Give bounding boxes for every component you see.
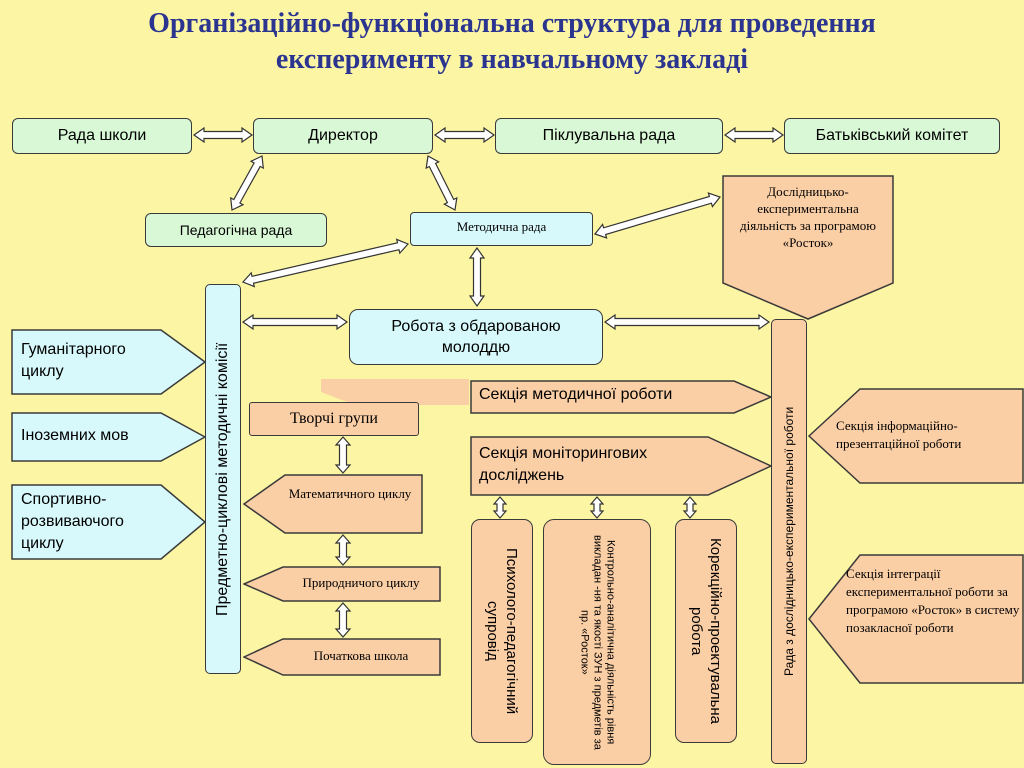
arrow-metodychna-doslidnytsko: [593, 192, 722, 239]
arrow-dyrektor-pedagogichna: [229, 155, 265, 211]
shape-tvorchi-chevron: [320, 378, 470, 406]
box-robota-z-obdarovanoiu: Робота з обдарованою молоддю: [349, 309, 603, 365]
label-sektsiia-metodychnoi: Секція методичної роботи: [479, 386, 673, 403]
box-pedagogichna-rada: Педагогічна рада: [145, 213, 327, 247]
label-metodychna-rada: Методична рада: [456, 219, 547, 234]
arrow-monitor-psykholoho: [492, 496, 508, 519]
box-dyrektor: Директор: [253, 118, 433, 154]
box-korektsiino: Корекційно-проектувальна робота: [675, 519, 737, 743]
arrow-dyrektor-metodychna: [425, 155, 458, 211]
label-dyrektor: Директор: [308, 127, 378, 144]
title-line-2: експерименту в навчальному закладі: [275, 44, 749, 75]
label-sektsiia-monitorynhovykh: Секція моніторингових досліджень: [479, 445, 648, 484]
label-pedagogichna-rada: Педагогічна рада: [179, 222, 293, 238]
label-korektsiino: Корекційно-проектувальна робота: [688, 537, 724, 724]
label-rada-z-doslidnytsko: Рада з дослідницько-експериментальної ро…: [782, 406, 796, 677]
label-psykholoho: Психолого-педагогічний супровід: [484, 547, 520, 715]
box-predmetno-tsyklovi: Предметно-циклові методичні комісії: [205, 284, 241, 674]
arrow-pryrodnychoho-pochatkova: [334, 602, 352, 638]
arrow-robota-rada: [603, 313, 771, 331]
title-line-1: Організаційно-функціональна структура дл…: [148, 8, 876, 39]
label-pikluvalna-rada: Піклувальна рада: [542, 127, 676, 144]
label-sektsiia-informatsiino: Секція інформаційно-презентаційної робот…: [836, 418, 962, 451]
label-tvorchi-hrupy: Творчі групи: [290, 410, 378, 427]
label-sportyvno: Спортивно-розвиваючого циклу: [21, 491, 124, 552]
arrow-monitor-korektsiino: [682, 496, 698, 519]
label-robota-z-obdarovanoiu: Робота з обдарованою молоддю: [391, 318, 561, 356]
label-inozemnykh: Іноземних мов: [21, 427, 129, 444]
label-predmetno-tsyklovi: Предметно-циклові методичні комісії: [214, 342, 231, 616]
shape-sektsiia-metodychnoi: Секція методичної роботи: [470, 380, 772, 414]
shape-inozemnykh: Іноземних мов: [11, 412, 206, 462]
shape-sektsiia-informatsiino: Секція інформаційно-презентаційної робот…: [808, 388, 1024, 484]
label-rada-shkoly: Рада школи: [57, 127, 147, 144]
shape-matematychnoho: Математичного циклу: [243, 474, 423, 534]
label-doslidnytsko: Дослідницько-експериментальна діяльність…: [740, 184, 876, 250]
shape-sektsiia-intehratsii: Секція інтеграції експериментальної робо…: [808, 554, 1024, 684]
arrow-dyrektor-pikluvalna: [433, 126, 496, 144]
box-rada-z-doslidnytsko: Рада з дослідницько-експериментальної ро…: [771, 319, 807, 764]
arrow-metodychna-robota: [468, 246, 486, 308]
arrow-metodychna-predmetno: [241, 238, 410, 288]
label-pochatkova: Початкова школа: [313, 648, 409, 663]
box-kontrolno: Контрольно-аналітична діяльність рівня в…: [543, 519, 651, 765]
box-pikluvalna-rada: Піклувальна рада: [495, 118, 723, 154]
page-title: Організаційно-функціональна структура дл…: [20, 6, 1004, 78]
shape-pochatkova: Початкова школа: [243, 638, 441, 676]
arrow-pikluvalna-batkivskyi: [723, 126, 785, 144]
shape-doslidnytsko: Дослідницько-експериментальна діяльність…: [722, 175, 894, 320]
label-batkivskyi-komitet: Батьківський комітет: [815, 127, 969, 144]
arrow-rada-dyrektor: [192, 126, 254, 144]
box-batkivskyi-komitet: Батьківський комітет: [784, 118, 1000, 154]
shape-pryrodnychoho: Природничого циклу: [243, 566, 441, 602]
box-psykholoho: Психолого-педагогічний супровід: [471, 519, 533, 743]
shape-humanitarnoho: Гуманітарного циклу: [11, 329, 206, 395]
arrow-predmetno-robota: [241, 313, 349, 331]
shape-sektsiia-monitorynhovykh: Секція моніторингових досліджень: [470, 436, 772, 496]
box-metodychna-rada: Методична рада: [410, 212, 593, 246]
arrow-tvorchi-matematychnoho: [334, 436, 352, 474]
box-tvorchi-hrupy: Творчі групи: [249, 402, 419, 436]
arrow-monitor-kontrolno: [589, 496, 605, 519]
label-kontrolno: Контрольно-аналітична діяльність рівня в…: [578, 534, 617, 750]
shape-sportyvno: Спортивно-розвиваючого циклу: [11, 484, 206, 560]
label-humanitarnoho: Гуманітарного циклу: [21, 341, 126, 380]
label-matematychnoho: Математичного циклу: [288, 486, 412, 501]
label-pryrodnychoho: Природничого циклу: [302, 575, 420, 590]
label-sektsiia-intehratsii: Секція інтеграції експериментальної робо…: [846, 566, 1020, 635]
arrow-matematychnoho-pryrodnychoho: [334, 534, 352, 566]
box-rada-shkoly: Рада школи: [12, 118, 192, 154]
